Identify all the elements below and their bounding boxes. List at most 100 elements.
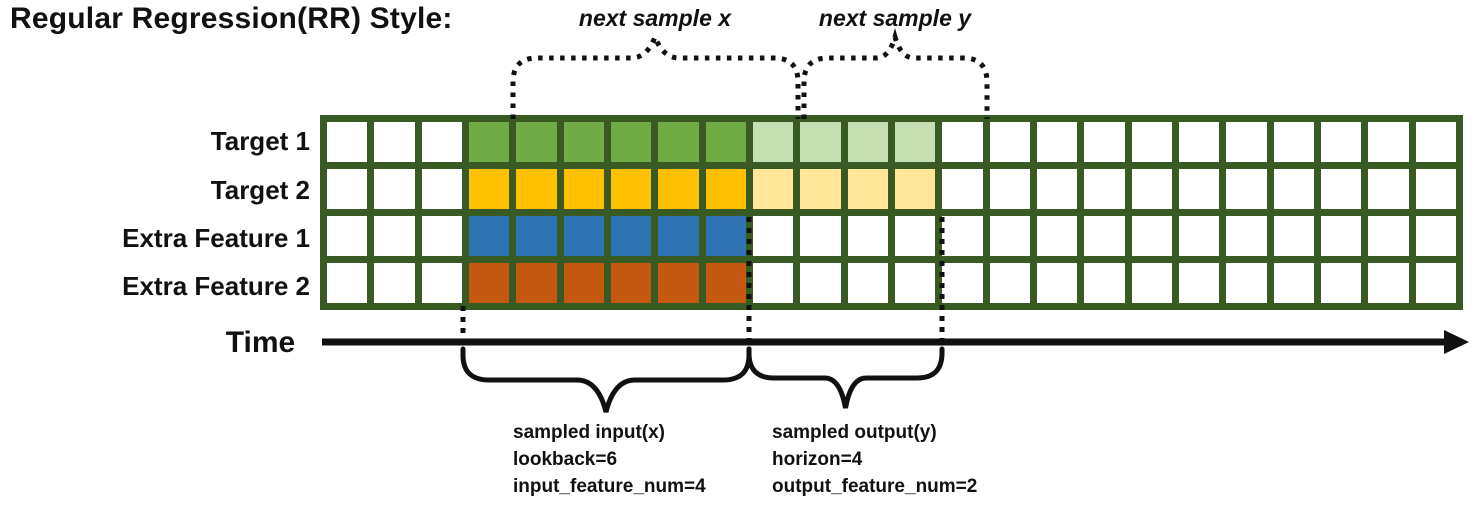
grid-cell (847, 169, 888, 209)
grid-cell (658, 263, 699, 303)
row-label-extra-feature-1: Extra Feature 1 (122, 223, 310, 253)
grid-cell (374, 216, 415, 256)
grid-cell (1368, 122, 1409, 162)
grid-cell (1415, 216, 1456, 256)
grid-cell (1084, 169, 1125, 209)
sampled-input-annotation: sampled input(x) lookback=6 input_featur… (513, 419, 706, 500)
grid-cell (1178, 216, 1220, 256)
grid-cell (752, 169, 794, 209)
grid-cell (327, 216, 368, 256)
grid-cell (468, 263, 510, 303)
grid-cell (1320, 122, 1362, 162)
grid-cell (327, 169, 368, 209)
grid-cell (1036, 169, 1078, 209)
grid-cell (1084, 216, 1125, 256)
grid-cell (705, 122, 746, 162)
grid-cell (752, 263, 794, 303)
grid-cell (800, 216, 841, 256)
grid-cell (516, 169, 557, 209)
grid-cell (1320, 169, 1362, 209)
grid-cell (610, 169, 652, 209)
grid-cell (1131, 216, 1172, 256)
grid-cell (1178, 169, 1220, 209)
grid-cell (1368, 169, 1409, 209)
grid-cell (1084, 122, 1125, 162)
sampled-output-brace (746, 346, 945, 409)
grid-cell (1273, 169, 1314, 209)
grid-cell (800, 122, 841, 162)
grid-cell (1178, 263, 1220, 303)
grid-cell (1226, 216, 1267, 256)
grid-cell (1131, 122, 1172, 162)
output-feature-num-value: output_feature_num=2 (772, 476, 978, 497)
grid-cell (327, 122, 368, 162)
timeseries-grid (320, 115, 1463, 310)
grid-cell (468, 122, 510, 162)
grid-cell (1131, 263, 1172, 303)
grid-cell (1226, 122, 1267, 162)
grid-cell (563, 216, 604, 256)
grid-cell (705, 263, 746, 303)
time-axis-arrowhead (1444, 330, 1469, 354)
grid-cell (752, 216, 794, 256)
grid-cell (468, 169, 510, 209)
grid-cell (374, 122, 415, 162)
grid-cell (1036, 122, 1078, 162)
grid-cell (1273, 263, 1314, 303)
grid-cell (894, 169, 936, 209)
time-axis-label: Time (225, 326, 296, 359)
row-label-extra-feature-2: Extra Feature 2 (122, 271, 310, 301)
grid-cell (421, 216, 462, 256)
grid-cell (800, 263, 841, 303)
grid-cell (374, 263, 415, 303)
grid-cell (563, 122, 604, 162)
grid-cell (1415, 122, 1456, 162)
grid-cell (421, 263, 462, 303)
grid-cell (421, 169, 462, 209)
grid-cell (1320, 216, 1362, 256)
grid-cell (894, 216, 936, 256)
grid-cell (847, 263, 888, 303)
row-label-target-1: Target 1 (210, 126, 310, 156)
grid-cell (563, 169, 604, 209)
grid-cell (705, 169, 746, 209)
grid-cell (658, 216, 699, 256)
grid-cell (421, 122, 462, 162)
grid-cell (894, 122, 936, 162)
grid-cell (705, 216, 746, 256)
horizon-value: horizon=4 (772, 449, 863, 470)
grid-cell (610, 122, 652, 162)
grid-cell (1084, 263, 1125, 303)
next-sample-y-brace (801, 27, 990, 119)
grid-cell (942, 169, 983, 209)
grid-cell (1415, 169, 1456, 209)
grid-cell (847, 122, 888, 162)
grid-cell (1368, 216, 1409, 256)
grid-cell (516, 263, 557, 303)
grid-cell (1036, 216, 1078, 256)
input-feature-num-value: input_feature_num=4 (513, 476, 706, 497)
grid-cell (942, 122, 983, 162)
grid-cell (1415, 263, 1456, 303)
grid-cell (942, 263, 983, 303)
grid-cell (516, 122, 557, 162)
grid-cell (610, 216, 652, 256)
grid-cell (989, 263, 1030, 303)
sampled-output-title: sampled output(y) (772, 422, 937, 443)
grid-cell (752, 122, 794, 162)
next-sample-y-label: next sample y (818, 5, 972, 31)
grid-cell (563, 263, 604, 303)
sampled-input-brace (460, 346, 752, 413)
grid-cell (989, 169, 1030, 209)
grid-cell (942, 216, 983, 256)
grid-cell (1226, 263, 1267, 303)
grid-cell (468, 216, 510, 256)
diagram-title: Regular Regression(RR) Style: (10, 2, 453, 35)
grid-cell (516, 216, 557, 256)
lookback-value: lookback=6 (513, 449, 618, 470)
grid-cell (1131, 169, 1172, 209)
sampled-input-title: sampled input(x) (513, 422, 666, 443)
grid-cell (610, 263, 652, 303)
next-sample-x-brace (510, 29, 801, 119)
